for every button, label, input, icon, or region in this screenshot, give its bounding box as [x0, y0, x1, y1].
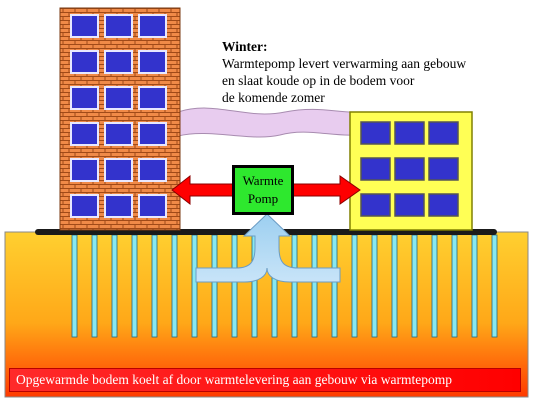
caption-title: Winter: — [222, 39, 268, 54]
ground-heat-flow-arrow — [195, 213, 341, 283]
window — [428, 121, 459, 145]
window — [104, 50, 133, 74]
heat-pump-box: Warmte Pomp — [232, 165, 294, 215]
window — [70, 158, 99, 182]
window — [70, 86, 99, 110]
window — [138, 158, 167, 182]
window — [138, 86, 167, 110]
ground-pile — [371, 234, 378, 338]
brick-building-windows — [70, 14, 167, 218]
ground-pile — [71, 234, 78, 338]
ground-pile — [491, 234, 498, 338]
window — [138, 14, 167, 38]
ground-pile — [91, 234, 98, 338]
window — [138, 194, 167, 218]
heat-pump-label-line2: Pomp — [247, 191, 279, 206]
brick-building — [59, 7, 181, 231]
window — [394, 121, 425, 145]
ground-pile — [471, 234, 478, 338]
ground-pile — [451, 234, 458, 338]
winter-caption: Winter: Warmtepomp levert verwarming aan… — [222, 38, 522, 106]
window — [70, 14, 99, 38]
window — [70, 50, 99, 74]
ground-pile — [331, 234, 338, 338]
window — [428, 193, 459, 217]
window — [428, 157, 459, 181]
ground-pile — [131, 234, 138, 338]
ground-pile — [431, 234, 438, 338]
window — [104, 194, 133, 218]
ground-pile — [411, 234, 418, 338]
window — [104, 14, 133, 38]
window — [138, 50, 167, 74]
window — [104, 122, 133, 146]
ground-pile — [311, 234, 318, 338]
ground-pile — [291, 234, 298, 338]
window — [360, 157, 391, 181]
window — [70, 194, 99, 218]
caption-line: Warmtepomp levert verwarming aan gebouw — [222, 56, 467, 71]
ground-pile — [391, 234, 398, 338]
yellow-building-windows — [360, 121, 459, 217]
window — [138, 122, 167, 146]
ground-pile — [151, 234, 158, 338]
ground-pile — [211, 234, 218, 338]
caption-line: de komende zomer — [222, 90, 325, 105]
window — [360, 121, 391, 145]
window — [360, 193, 391, 217]
window — [394, 193, 425, 217]
window — [70, 122, 99, 146]
ground-pile — [171, 234, 178, 338]
ground-pile — [191, 234, 198, 338]
heat-pump-label-line1: Warmte — [242, 173, 284, 188]
ground-pile — [111, 234, 118, 338]
footer-banner: Opgewarmde bodem koelt af door warmtelev… — [9, 368, 521, 392]
ground-pile — [231, 234, 238, 338]
window — [394, 157, 425, 181]
caption-line: en slaat koude op in de bodem voor — [222, 73, 415, 88]
ground-piles — [71, 234, 498, 338]
window — [104, 158, 133, 182]
heat-band — [177, 107, 353, 138]
window — [104, 86, 133, 110]
ground-pile — [351, 234, 358, 338]
